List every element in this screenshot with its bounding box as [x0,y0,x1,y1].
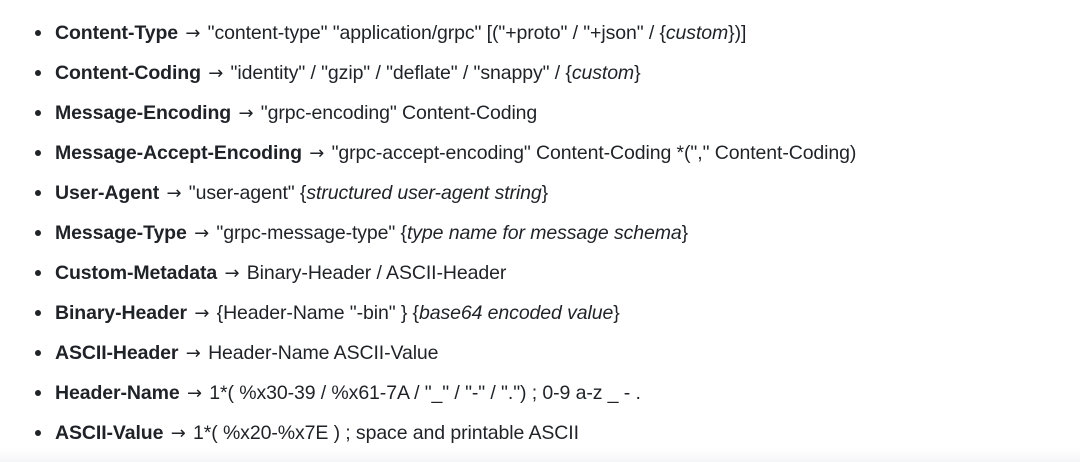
bullet-icon [35,230,41,236]
rule-definition: "grpc-message-type" {type name for messa… [216,222,688,244]
rule-definition: "grpc-accept-encoding" Content-Coding *(… [332,142,857,164]
bullet-icon [35,350,41,356]
rule-literal: {Header-Name "-bin" } { [216,302,419,324]
rule-literal: } [541,182,549,204]
rightwards-arrow-icon: → [238,103,254,124]
rule-literal: "content-type" "application/grpc" [("+pr… [207,22,666,44]
rule-definition: "grpc-encoding" Content-Coding [260,102,538,124]
rightwards-arrow-icon: → [194,223,210,244]
rule-definition: "user-agent" {structured user-agent stri… [189,182,548,204]
page-bottom-edge [0,448,1080,462]
rule-definition: Binary-Header / ASCII-Header [246,262,507,284]
rule-literal: })] [728,22,747,44]
rule-name: Message-Accept-Encoding [55,142,302,164]
rightwards-arrow-icon: → [186,383,202,404]
rule-variable: base64 encoded value [418,302,614,324]
rule-name: ASCII-Value [55,422,164,444]
bullet-icon [35,30,41,36]
rule-name: ASCII-Header [55,342,179,364]
rule-literal: } [634,62,641,84]
bullet-icon [35,310,41,316]
rule-definition: "identity" / "gzip" / "deflate" / "snapp… [231,62,641,84]
rule-name: Content-Coding [55,62,201,84]
grammar-rule-item: Content-Coding → "identity" / "gzip" / "… [0,53,1080,93]
rule-literal: } [681,222,689,244]
bullet-icon [35,150,41,156]
rule-name: User-Agent [55,182,160,204]
rightwards-arrow-icon: → [224,263,240,284]
grammar-rule-item: User-Agent → "user-agent" {structured us… [0,173,1080,213]
rightwards-arrow-icon: → [208,63,224,84]
rule-literal: "grpc-encoding" Content-Coding [260,102,538,124]
rightwards-arrow-icon: → [170,423,186,444]
rule-variable: type name for message schema [406,222,682,244]
rule-literal: Binary-Header / ASCII-Header [246,262,507,284]
rule-name: Content-Type [55,22,179,44]
rule-literal: 1*( %x20-%x7E ) ; space and printable AS… [193,422,579,444]
grammar-rule-item: ASCII-Header → Header-Name ASCII-Value [0,333,1080,373]
rule-literal: Header-Name ASCII-Value [208,342,439,364]
grammar-rule-item: Message-Encoding → "grpc-encoding" Conte… [0,93,1080,133]
rule-literal: } [613,302,620,324]
grammar-rule-item: Custom-Metadata → Binary-Header / ASCII-… [0,253,1080,293]
rule-variable: custom [665,22,729,44]
bullet-icon [35,70,41,76]
rule-definition: Header-Name ASCII-Value [208,342,438,364]
grammar-rule-item: Header-Name → 1*( %x30-39 / %x61-7A / "_… [0,373,1080,413]
rule-literal: "grpc-message-type" { [216,222,407,244]
rightwards-arrow-icon: → [185,23,201,44]
bullet-icon [35,430,41,436]
rightwards-arrow-icon: → [309,143,325,164]
rule-definition: "content-type" "application/grpc" [("+pr… [208,22,747,44]
grammar-rule-item: Content-Type → "content-type" "applicati… [0,13,1080,53]
grammar-rule-item: Message-Accept-Encoding → "grpc-accept-e… [0,133,1080,173]
grammar-rule-item: Binary-Header → {Header-Name "-bin" } {b… [0,293,1080,333]
rule-variable: custom [571,62,635,84]
rightwards-arrow-icon: → [194,303,210,324]
rule-name: Custom-Metadata [55,262,218,284]
rule-literal: 1*( %x30-39 / %x61-7A / "_" / "-" / ".")… [209,382,641,404]
bullet-icon [35,190,41,196]
rule-name: Message-Type [55,222,187,244]
rule-definition: {Header-Name "-bin" } {base64 encoded va… [217,302,620,324]
rule-variable: structured user-agent string [306,182,542,204]
bullet-icon [35,110,41,116]
rule-name: Message-Encoding [55,102,232,124]
rule-literal: "user-agent" { [188,182,307,204]
rule-name: Binary-Header [55,302,188,324]
rightwards-arrow-icon: → [185,343,201,364]
rule-definition: 1*( %x30-39 / %x61-7A / "_" / "-" / ".")… [209,382,641,404]
rule-literal: "grpc-accept-encoding" Content-Coding *(… [331,142,857,164]
rule-definition: 1*( %x20-%x7E ) ; space and printable AS… [193,422,579,444]
rule-literal: "identity" / "gzip" / "deflate" / "snapp… [230,62,572,84]
rightwards-arrow-icon: → [166,183,182,204]
bullet-icon [35,390,41,396]
grammar-rule-item: ASCII-Value → 1*( %x20-%x7E ) ; space an… [0,413,1080,453]
bullet-icon [35,270,41,276]
grammar-rule-item: Message-Type → "grpc-message-type" {type… [0,213,1080,253]
rule-name: Header-Name [55,382,180,404]
